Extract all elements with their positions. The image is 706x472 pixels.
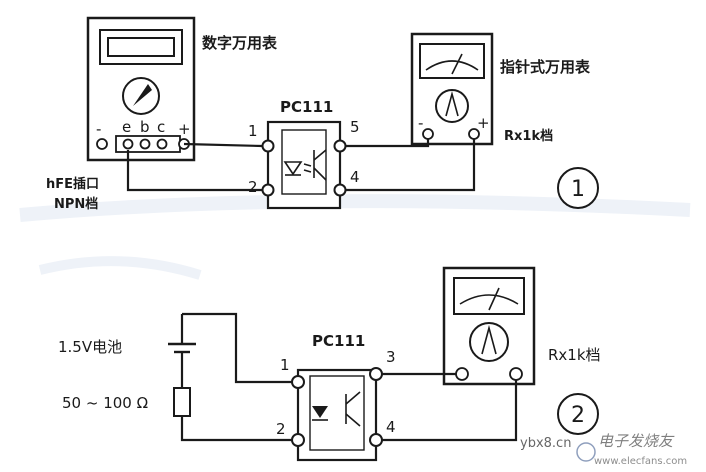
chip-label-2: PC111: [312, 332, 365, 350]
range-dial-icon-2: [469, 322, 509, 362]
hfe-socket-label: hFE插口: [46, 176, 99, 192]
circuit-2: 1.5V电池 50 ~ 100 Ω PC111 1 2 3 4: [58, 266, 601, 462]
needle-icon-2: [488, 287, 500, 311]
pin-4: 4: [350, 168, 360, 186]
digital-meter-label: 数字万用表: [202, 34, 278, 52]
battery-label: 1.5V电池: [58, 338, 122, 356]
svg-text:2: 2: [571, 403, 585, 428]
socket-b: [139, 138, 151, 150]
pin-1-b: 1: [280, 356, 290, 374]
socket-c: [156, 138, 168, 150]
analog-terminal-minus: -: [418, 114, 423, 132]
pin-1: 1: [248, 122, 258, 140]
resistor-label: 50 ~ 100 Ω: [62, 394, 148, 412]
analog-meter-label: 指针式万用表: [500, 58, 591, 76]
analog-terminal-plus: +: [477, 114, 490, 132]
watermark-url: www.elecfans.com: [594, 456, 687, 467]
watermark-brand: 电子发烧友: [598, 432, 675, 450]
pin-2: 2: [248, 178, 258, 196]
analog-multimeter-1: - +: [410, 32, 494, 146]
terminal-plus: +: [178, 120, 191, 138]
range-label-1: Rx1k档: [504, 128, 553, 144]
com-jack: [96, 138, 108, 150]
chip-label-1: PC111: [280, 98, 333, 116]
watermark: ybx8.cn 电子发烧友 www.elecfans.com: [520, 432, 687, 467]
npn-range-label: NPN档: [54, 196, 98, 212]
terminal-c: c: [157, 118, 165, 136]
elecfans-logo-icon: [576, 442, 596, 462]
svg-text:1: 1: [571, 177, 585, 202]
optocoupler-2: [291, 367, 383, 462]
circuit-2-number: [557, 393, 599, 435]
pin-3-b: 3: [386, 348, 396, 366]
range-dial-icon: [435, 89, 469, 123]
resistor-icon: [173, 387, 191, 417]
led-icon-2: [312, 406, 328, 418]
terminal-minus: -: [96, 120, 101, 138]
socket-e: [122, 138, 134, 150]
watermark-site: ybx8.cn: [520, 436, 571, 451]
optocoupler-1: [261, 120, 347, 210]
analog-multimeter-2: [442, 266, 536, 386]
led-icon: [283, 161, 303, 176]
pin-4-b: 4: [386, 418, 396, 436]
terminal-e: e: [122, 118, 131, 136]
needle-icon: [451, 53, 463, 75]
terminal-b: b: [140, 118, 150, 136]
circuit-1: - e b c + 数字万用表 hFE插口 NPN档 PC111 1: [46, 16, 599, 212]
digital-multimeter: - e b c +: [86, 16, 196, 162]
pin-5: 5: [350, 118, 360, 136]
pin-2-b: 2: [276, 420, 286, 438]
circuit-1-number: [557, 167, 599, 209]
meter-scale-2: [453, 277, 525, 315]
background-smudge-2: [38, 256, 202, 280]
range-label-2: Rx1k档: [548, 346, 601, 364]
